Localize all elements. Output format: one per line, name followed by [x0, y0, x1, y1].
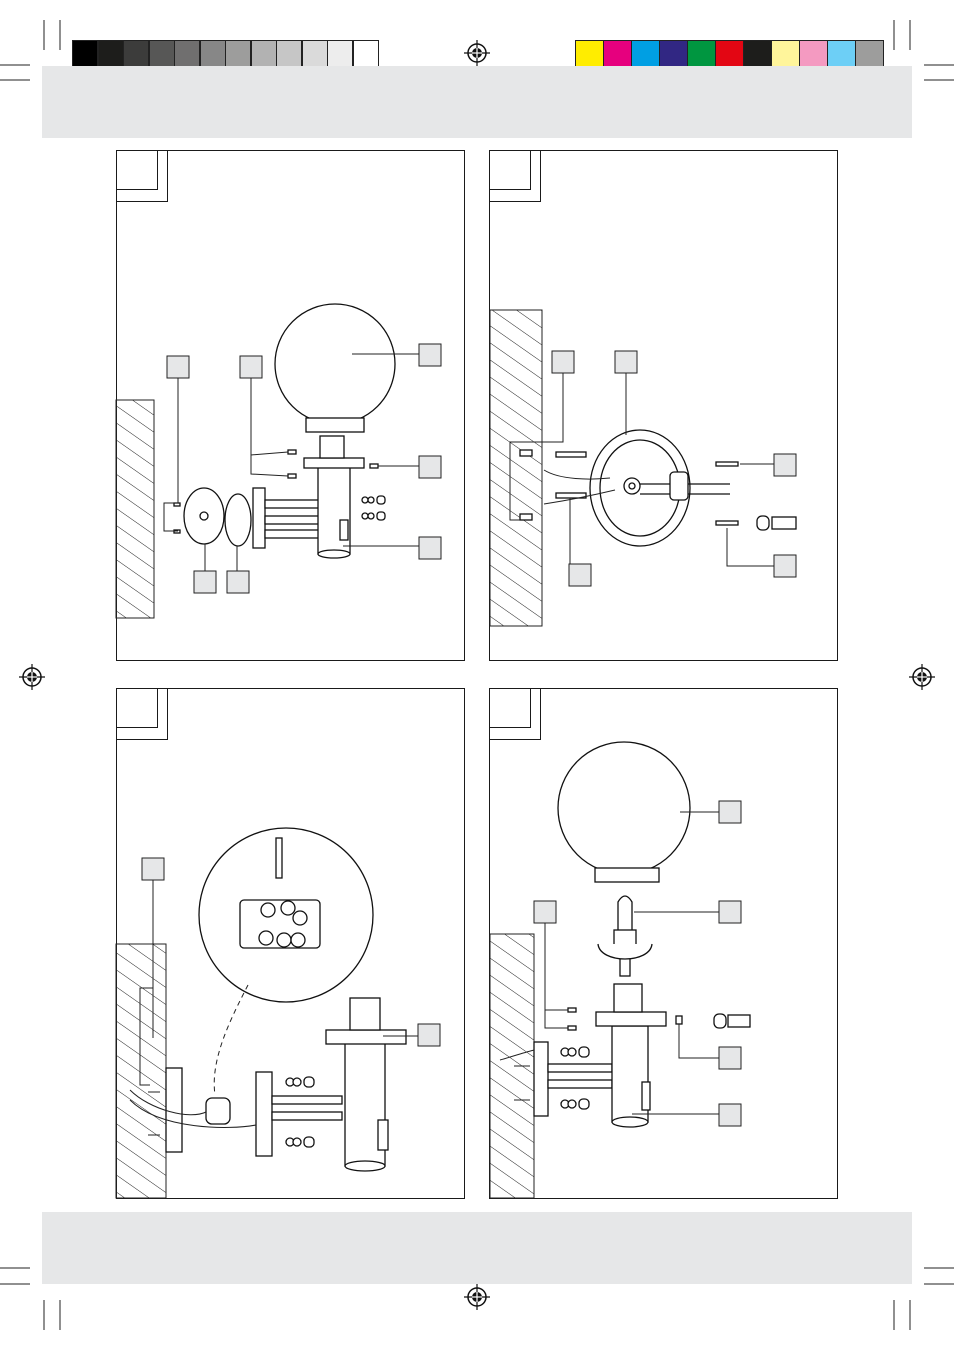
wall-hatch: [115, 943, 167, 1199]
callout-box: [718, 900, 742, 924]
callout-box: [718, 1046, 742, 1070]
callout-box: [533, 900, 557, 924]
registration-mark-icon: [19, 664, 45, 690]
callout-box: [239, 355, 263, 379]
callout-box: [773, 554, 797, 578]
callout-box: [226, 570, 250, 594]
callout-box: [773, 453, 797, 477]
wall-hatch: [115, 399, 155, 619]
panel-4-number: [489, 688, 531, 728]
globe-shade: [274, 303, 396, 425]
globe-shade: [557, 741, 691, 875]
panel-3-illustration: [115, 827, 441, 1199]
registration-mark-icon: [464, 1284, 490, 1310]
gray-swatch: [97, 40, 124, 69]
gray-swatch: [72, 40, 98, 69]
registration-mark-icon: [464, 40, 490, 66]
callout-box: [718, 1103, 742, 1127]
callout-box: [418, 343, 442, 367]
callout-box: [418, 536, 442, 560]
panel-4-illustration: [489, 741, 751, 1199]
callout-box: [193, 570, 217, 594]
color-swatch: [771, 40, 800, 69]
panel-1: [116, 150, 465, 661]
header-band: [42, 66, 912, 138]
panel-3-number: [116, 688, 158, 728]
bulb: [617, 895, 633, 930]
registration-mark-icon: [909, 664, 935, 690]
footer-band: [42, 1212, 912, 1284]
callout-box: [551, 350, 575, 374]
panel-1-illustration: [115, 303, 442, 619]
registration-mark-icon: [19, 40, 935, 1310]
panel-1-number: [116, 150, 158, 190]
callout-box: [166, 355, 190, 379]
crop-mark-icon: [0, 20, 954, 1330]
callout-box: [141, 857, 165, 881]
gasket: [224, 493, 252, 547]
callout-box: [614, 350, 638, 374]
color-swatch: [687, 40, 716, 69]
gray-swatch: [352, 40, 379, 69]
panel-2-illustration: [489, 309, 797, 627]
callout-box: [568, 563, 592, 587]
callout-box: [417, 1023, 441, 1047]
panel-2-number: [489, 150, 531, 190]
wall-hatch: [489, 309, 543, 627]
gray-swatch: [250, 40, 277, 69]
callout-box: [718, 800, 742, 824]
callout-box: [418, 455, 442, 479]
gray-swatch: [276, 40, 302, 69]
